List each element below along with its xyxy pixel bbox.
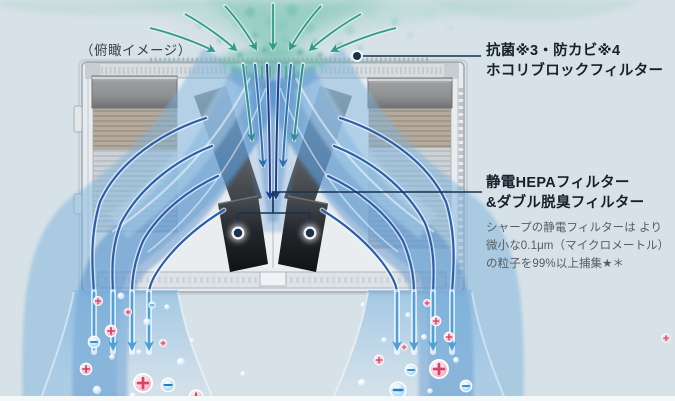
note-line1: シャープの静電フィルターは より xyxy=(486,222,663,234)
callout-hepa-leader xyxy=(229,191,482,242)
callout-hepa-filter: 静電HEPAフィルター &ダブル脱臭フィルター xyxy=(486,173,644,213)
callout-dot xyxy=(353,52,361,60)
positive-ion-icon xyxy=(92,295,104,307)
callout-dust-filter-leader xyxy=(351,50,481,62)
callout-dot xyxy=(305,228,315,238)
capture-performance-note: シャープの静電フィルターは より 微小な0.1μm（マイクロメートル） の粒子を… xyxy=(486,219,669,273)
note-line3: の粒子を99%以上捕集★＊ xyxy=(486,258,625,270)
view-label: （俯瞰イメージ） xyxy=(80,43,192,58)
callout-dot xyxy=(233,228,243,238)
swath-highlights xyxy=(111,77,435,253)
center-channel-arrows xyxy=(241,62,305,200)
hepa-filter-label-line1: 静電HEPAフィルター xyxy=(486,175,630,191)
bottom-strip xyxy=(0,396,675,401)
dust-filter-label-line1: 抗菌※3・防カビ※4 xyxy=(486,43,621,59)
clean-airflow-curves xyxy=(89,115,457,295)
hepa-filter-label-line2: &ダブル脱臭フィルター xyxy=(486,195,645,211)
intake-arrows xyxy=(147,1,399,54)
callout-dust-filter: 抗菌※3・防カビ※4 ホコリブロックフィルター xyxy=(486,41,663,81)
bubble-icon xyxy=(117,292,125,300)
note-line2: 微小な0.1μm（マイクロメートル） xyxy=(486,240,670,252)
negative-ion-icon xyxy=(87,335,101,349)
device-bottom-rail xyxy=(97,271,447,289)
dust-filter-label-line2: ホコリブロックフィルター xyxy=(486,63,664,79)
